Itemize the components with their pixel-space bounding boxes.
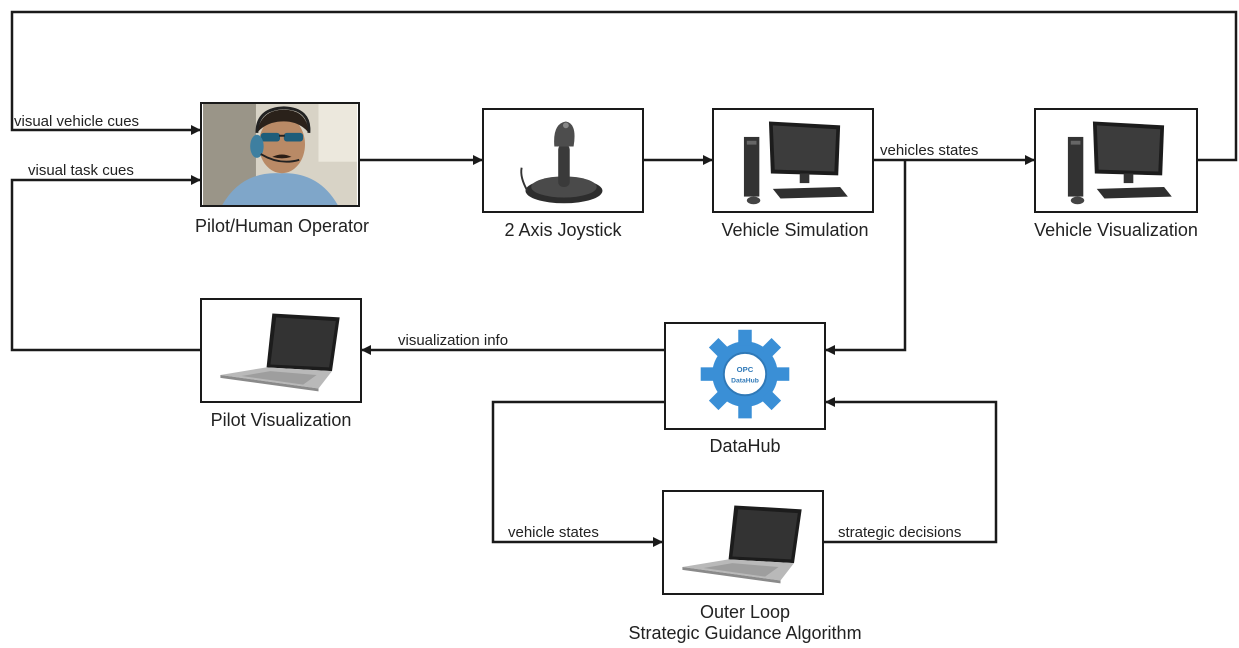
datahub-caption: DataHub xyxy=(709,436,781,456)
outer-loop-box xyxy=(662,490,824,595)
vehicle-simulation-caption: Vehicle Simulation xyxy=(721,220,869,240)
vehicle-visualization-caption: Vehicle Visualization xyxy=(1034,220,1198,240)
datahub-logo-text-1: OPC xyxy=(737,365,754,374)
label-vehicles-states: vehicles states xyxy=(880,142,979,159)
pilot-operator-caption: Pilot/Human Operator xyxy=(194,216,370,236)
vehicle-simulation-box xyxy=(712,108,874,213)
vehicle-visualization-box xyxy=(1034,108,1198,213)
joystick-box xyxy=(482,108,644,213)
label-visual-task-cues: visual task cues xyxy=(28,162,134,179)
edge-visual-task-cues xyxy=(10,175,201,352)
pilot-visualization-box xyxy=(200,298,362,403)
pilot-visualization-caption: Pilot Visualization xyxy=(210,410,352,430)
edge-sim-datahub xyxy=(825,160,907,355)
laptop-icon xyxy=(220,313,340,392)
datahub-box: OPC DataHub xyxy=(664,322,826,430)
outer-loop-caption-line2: Strategic Guidance Algorithm xyxy=(628,623,862,643)
pilot-photo-icon xyxy=(203,104,357,205)
joystick-caption: 2 Axis Joystick xyxy=(504,220,622,240)
edge-vehicle-states xyxy=(491,400,664,547)
label-visual-vehicle-cues: visual vehicle cues xyxy=(14,113,140,130)
label-vehicle-states: vehicle states xyxy=(508,524,599,541)
edge-strategic-decisions xyxy=(824,397,998,544)
pilot-operator-box xyxy=(200,102,360,207)
laptop-icon xyxy=(682,505,802,584)
label-visualization-info: visualization info xyxy=(398,332,509,349)
desktop-computer-icon xyxy=(743,121,848,205)
label-strategic-decisions: strategic decisions xyxy=(838,524,962,541)
joystick-icon xyxy=(520,121,603,204)
edge-visual-vehicle-cues xyxy=(10,10,1238,162)
gear-icon: OPC DataHub xyxy=(700,329,790,419)
datahub-logo-text-2: DataHub xyxy=(731,378,759,385)
outer-loop-caption-line1: Outer Loop xyxy=(699,602,791,622)
desktop-computer-icon xyxy=(1067,121,1172,205)
